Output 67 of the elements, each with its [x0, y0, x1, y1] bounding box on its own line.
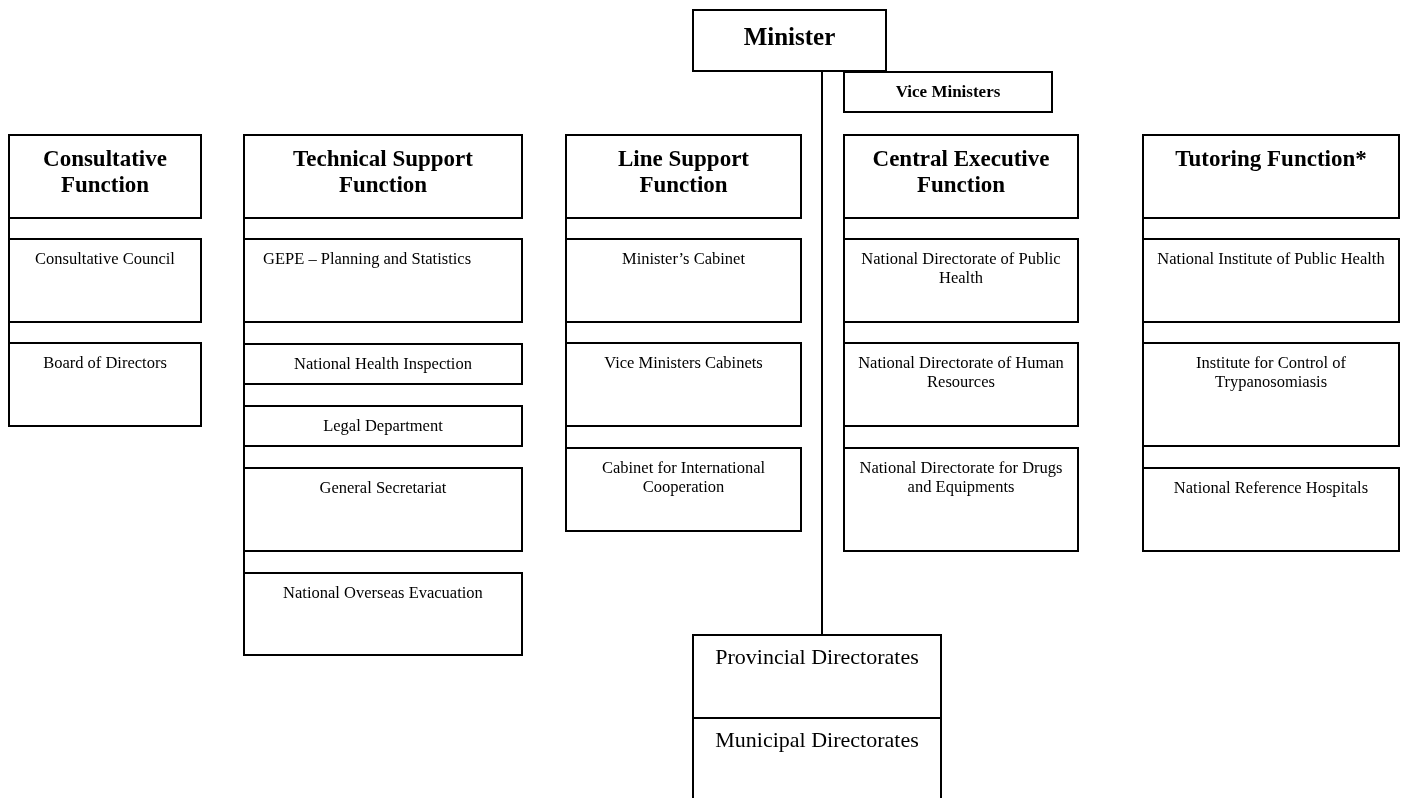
unit-label: Provincial Directorates	[715, 644, 919, 670]
unit-box	[565, 342, 802, 427]
connector-line	[565, 322, 567, 343]
unit-label: National Directorate for Drugs and Equipments	[858, 459, 1064, 497]
unit-label: Consultative Council	[35, 250, 175, 269]
connector-line	[1142, 218, 1144, 239]
unit-label: National Reference Hospitals	[1173, 479, 1369, 498]
heading-text: Central Executive Function	[871, 146, 1051, 199]
unit-box	[243, 405, 523, 447]
unit-box	[1142, 342, 1400, 447]
heading-text: Technical Support Function	[292, 146, 474, 199]
unit-box	[243, 343, 523, 385]
connector-line	[565, 218, 567, 239]
header-box	[565, 134, 802, 219]
unit-label: National Institute of Public Health	[1157, 250, 1385, 269]
header-box	[8, 134, 202, 219]
unit-label: National Directorate of Public Health	[860, 250, 1062, 288]
header-box	[243, 134, 523, 219]
header-box	[1142, 134, 1400, 219]
heading-text: Tutoring Function*	[1175, 146, 1367, 173]
connector-line	[821, 71, 823, 635]
unit-box	[243, 467, 523, 552]
connector-line	[243, 551, 245, 573]
connector-line	[243, 446, 245, 468]
heading-text: Vice Ministers	[895, 82, 1001, 102]
connector-line	[243, 384, 245, 406]
unit-label: Vice Ministers Cabinets	[604, 354, 763, 373]
unit-box	[243, 238, 523, 323]
unit-label: Legal Department	[323, 417, 443, 436]
unit-label: Board of Directors	[43, 354, 167, 373]
unit-box	[843, 238, 1079, 323]
connector-line	[843, 426, 845, 448]
unit-label: General Secretariat	[319, 479, 447, 498]
unit-label: Institute for Control of Trypanosomiasis	[1195, 354, 1347, 392]
connector-line	[1142, 322, 1144, 343]
heading-text: Consultative Function	[42, 146, 168, 199]
connector-line	[243, 218, 245, 239]
heading-text: Line Support Function	[617, 146, 750, 199]
unit-label: Cabinet for International Cooperation	[600, 459, 767, 497]
unit-box	[8, 238, 202, 323]
unit-box	[565, 238, 802, 323]
unit-box	[843, 447, 1079, 552]
header-box	[843, 134, 1079, 219]
connector-line	[8, 218, 10, 239]
title-box	[692, 9, 887, 72]
connector-line	[1142, 446, 1144, 468]
unit-label: Minister’s Cabinet	[622, 250, 745, 269]
unit-box	[243, 572, 523, 656]
heading-text: Minister	[743, 23, 836, 52]
unit-label: Municipal Directorates	[715, 727, 919, 753]
connector-line	[8, 322, 10, 343]
connector-line	[843, 218, 845, 239]
unit-box	[1142, 238, 1400, 323]
unit-box	[565, 447, 802, 532]
unit-box	[1142, 467, 1400, 552]
connector-line	[843, 322, 845, 343]
unit-label: GEPE – Planning and Statistics	[263, 250, 472, 269]
unit-label: National Health Inspection	[294, 355, 472, 374]
connector-line	[243, 322, 245, 344]
directorate-box	[692, 634, 942, 719]
subtitle-box	[843, 71, 1053, 113]
directorate-box	[692, 717, 942, 798]
unit-label: National Overseas Evacuation	[283, 584, 483, 603]
unit-label: National Directorate of Human Resources	[857, 354, 1065, 392]
connector-line	[565, 426, 567, 448]
unit-box	[843, 342, 1079, 427]
unit-box	[8, 342, 202, 427]
